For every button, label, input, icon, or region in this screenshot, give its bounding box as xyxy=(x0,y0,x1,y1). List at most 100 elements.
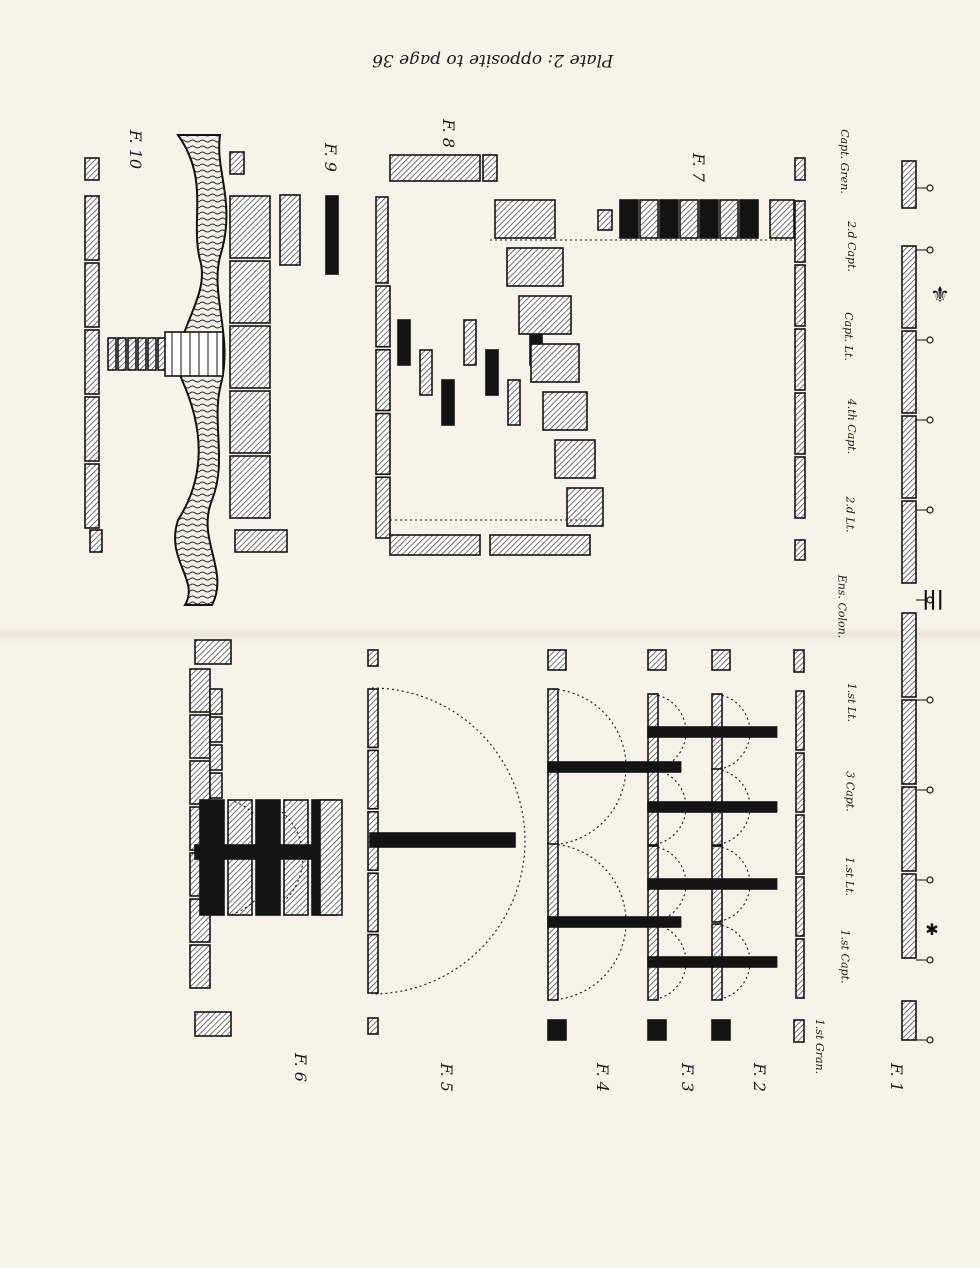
troop-block xyxy=(84,329,100,395)
troop-block xyxy=(209,744,223,771)
troop-block xyxy=(507,379,521,426)
figure-1-column xyxy=(901,160,934,1044)
troop-block xyxy=(485,349,499,396)
col-label: Capt. Lt. xyxy=(841,312,855,361)
troop-block xyxy=(367,649,379,667)
fig-label-f3: F. 3 xyxy=(677,1063,697,1092)
officer-mark xyxy=(926,336,934,344)
figure-9-staggered xyxy=(229,151,339,553)
officer-mark xyxy=(926,1036,934,1044)
troop-block xyxy=(279,194,301,266)
fig-label-f9: F. 9 xyxy=(320,143,340,172)
officer-mark xyxy=(926,246,934,254)
troop-block xyxy=(901,786,917,872)
troop-block xyxy=(229,195,271,259)
troop-block xyxy=(901,699,917,785)
troop-block xyxy=(647,801,714,813)
troop-block xyxy=(901,160,917,209)
troop-block xyxy=(739,199,759,239)
troop-block xyxy=(547,1019,567,1041)
col-label: 1.st Capt. xyxy=(838,929,852,984)
troop-block xyxy=(901,873,917,959)
troop-block xyxy=(229,325,271,389)
troop-block xyxy=(795,876,805,937)
troop-block xyxy=(769,199,795,239)
officer-mark xyxy=(926,876,934,884)
col-label: 3 Capt. xyxy=(843,771,857,812)
troop-block xyxy=(794,200,806,263)
dotted-path xyxy=(711,923,751,1001)
troop-block xyxy=(711,801,778,813)
troop-block xyxy=(901,500,917,584)
col-label: Capt. Gren. xyxy=(837,129,851,194)
officer-mark xyxy=(926,506,934,514)
troop-block xyxy=(482,154,498,182)
troop-block xyxy=(189,668,211,713)
figure-5-half-wheel xyxy=(367,649,526,1035)
troop-block xyxy=(375,412,391,476)
troop-block xyxy=(901,415,917,499)
bridge xyxy=(164,331,224,377)
troop-block xyxy=(542,391,588,431)
troop-block xyxy=(89,529,103,553)
fig-label-f8: F. 8 xyxy=(438,119,458,148)
troop-block xyxy=(367,1017,379,1035)
officer-mark xyxy=(926,184,934,192)
troop-block xyxy=(901,612,917,698)
troop-block xyxy=(901,1000,917,1041)
troop-block xyxy=(369,832,516,848)
figure-7-formation xyxy=(490,157,806,561)
troop-block xyxy=(389,534,481,556)
troop-block xyxy=(711,649,731,671)
fig-label-f5: F. 5 xyxy=(436,1063,456,1092)
troop-block xyxy=(209,772,223,799)
troop-block xyxy=(234,529,288,553)
fig-label-f2: F. 2 xyxy=(749,1063,769,1092)
troop-block xyxy=(547,916,682,928)
plate-title: Plate 2: opposite to page 36 xyxy=(372,50,614,70)
troop-block xyxy=(711,956,778,968)
troop-block xyxy=(619,199,639,239)
fig-label-f7: F. 7 xyxy=(688,153,708,182)
dotted-path xyxy=(547,688,627,846)
troop-block xyxy=(518,295,572,335)
figure-3-wheeling xyxy=(647,649,714,1041)
troop-block xyxy=(794,539,806,561)
dotted-path xyxy=(711,693,751,771)
troop-block xyxy=(699,199,719,239)
troop-block xyxy=(547,761,682,773)
colours-icon: ||| xyxy=(922,586,944,610)
troop-block xyxy=(229,260,271,324)
troop-block xyxy=(901,245,917,329)
figure-8-staggered xyxy=(375,154,604,556)
figure-4-wheeling xyxy=(547,649,682,1041)
col-label: 1.st Gran. xyxy=(813,1018,827,1075)
troop-block xyxy=(647,726,714,738)
troop-block xyxy=(794,264,806,327)
troop-block xyxy=(794,456,806,519)
dotted-path xyxy=(229,799,274,916)
page-fold xyxy=(0,628,980,642)
dotted-path xyxy=(547,843,627,1001)
troop-block xyxy=(137,337,147,371)
dotted-path xyxy=(259,799,304,916)
figure-2-wheeling xyxy=(711,649,805,1043)
troop-block xyxy=(647,878,714,890)
fig-label-f4: F. 4 xyxy=(592,1063,612,1092)
troop-block xyxy=(375,476,391,539)
troop-block xyxy=(489,534,591,556)
troop-block xyxy=(319,799,343,916)
dotted-path xyxy=(647,845,687,923)
col-label: 2.d Capt. xyxy=(844,221,858,272)
troop-block xyxy=(229,390,271,454)
fig-label-f6: F. 6 xyxy=(290,1053,310,1082)
troop-block xyxy=(389,154,481,182)
troop-block xyxy=(795,814,805,875)
troop-block xyxy=(325,195,339,275)
figure-10-bridge xyxy=(84,157,224,553)
troop-block xyxy=(506,247,564,287)
fleur-de-lis-icon: ⚜ xyxy=(930,283,950,308)
troop-block xyxy=(397,319,411,366)
troop-block xyxy=(463,319,477,366)
